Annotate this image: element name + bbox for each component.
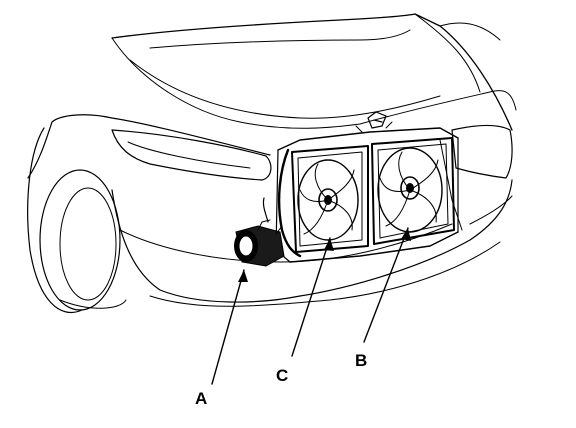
leader-lines <box>211 227 411 385</box>
front-wheel <box>39 169 121 311</box>
callout-a-label: A <box>195 389 207 408</box>
leader-line-b <box>363 227 409 343</box>
hood-right-line <box>414 13 481 93</box>
lower-support-bar <box>289 231 459 263</box>
bumper-lower-lip <box>149 241 501 307</box>
fan-b-hub-center <box>406 183 414 193</box>
fan-b-shroud-inner <box>377 143 449 239</box>
radiator-cap <box>367 111 387 129</box>
hood-outline <box>111 13 513 131</box>
coolant-hose <box>277 148 302 258</box>
car-body <box>27 13 517 314</box>
grille-frame <box>439 139 463 231</box>
fan-c-shroud-inner <box>297 151 363 247</box>
leader-line-a <box>211 269 245 385</box>
wheel-arch <box>27 127 83 314</box>
compressor-line <box>262 197 269 223</box>
tire-bottom <box>59 299 127 309</box>
bumper-contour <box>119 223 453 263</box>
arrowhead-c <box>324 238 334 251</box>
fan-c-hub-center <box>324 195 332 205</box>
arrowhead-a <box>238 270 248 282</box>
condenser-fan-b <box>371 137 455 245</box>
cap-bracket <box>355 121 393 133</box>
left-headlight-inner <box>127 141 251 169</box>
right-headlight <box>451 124 513 179</box>
hood-inner-line <box>129 59 441 119</box>
fan-c-ring <box>297 159 359 241</box>
left-fender <box>27 114 271 179</box>
fan-c-shroud <box>291 145 369 253</box>
bumper-fog-recess <box>469 195 513 225</box>
fan-b-ring <box>377 147 443 233</box>
upper-support-bar <box>277 127 459 151</box>
left-headlight <box>111 129 272 181</box>
fan-b-motor-hub <box>400 176 420 200</box>
wheel-rim <box>59 187 117 301</box>
windshield-edge <box>439 22 501 41</box>
ac-compressor-a <box>234 197 285 267</box>
fan-c-motor-hub <box>318 188 338 212</box>
callout-b-label: B <box>355 351 367 370</box>
hood-front-edge <box>111 37 517 129</box>
radiator-fan-c <box>291 145 369 253</box>
front-bumper <box>111 179 513 303</box>
fan-b-shroud <box>371 137 455 245</box>
callout-c-label: C <box>276 366 288 385</box>
leader-line-c <box>291 237 331 357</box>
compressor-pulley <box>238 235 254 257</box>
radiator-support <box>275 111 459 263</box>
arrowhead-b <box>401 228 411 241</box>
hood-crease <box>149 29 411 49</box>
